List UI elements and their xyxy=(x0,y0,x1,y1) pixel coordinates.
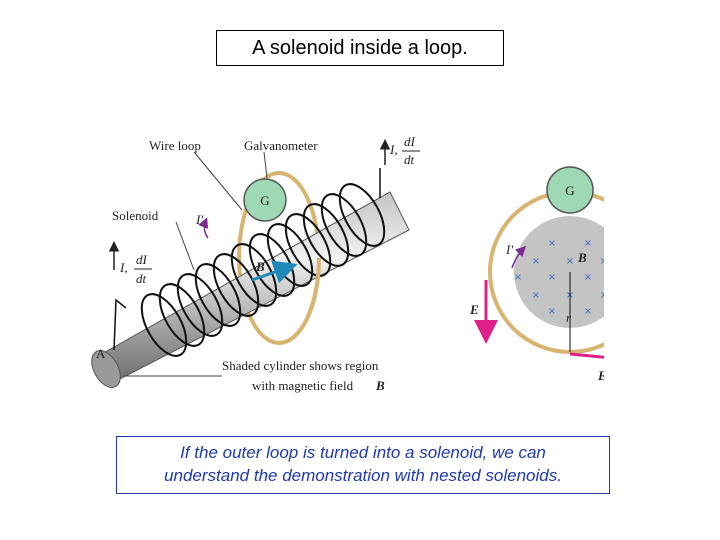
svg-text:×: × xyxy=(584,272,592,283)
leader-wire-loop xyxy=(193,151,243,211)
shaded-field-region xyxy=(514,216,604,328)
svg-text:×: × xyxy=(532,290,540,301)
induced-current-arrow-right xyxy=(511,245,527,269)
svg-text:×: × xyxy=(514,272,522,283)
caption-line2: understand the demonstration with nested… xyxy=(164,466,562,485)
shaded-caption-b: B xyxy=(375,378,385,393)
svg-text:×: × xyxy=(584,306,592,317)
solenoid-windings xyxy=(140,183,386,357)
svg-text:×: × xyxy=(600,290,604,301)
shaded-caption-line2: with magnetic field xyxy=(252,378,354,393)
e-label-left: E xyxy=(469,302,479,317)
right-figure: ×× ××× ×××× ××× ×× B r G I' E E E xyxy=(469,166,604,383)
solenoid-label: Solenoid xyxy=(112,208,159,223)
svg-text:×: × xyxy=(532,256,540,267)
svg-text:×: × xyxy=(566,256,574,267)
wire-loop-label: Wire loop xyxy=(149,138,201,153)
current-left-den: dt xyxy=(136,271,147,286)
b-label-left: B xyxy=(255,259,265,274)
current-top-num: dI xyxy=(404,134,416,149)
slide-title: A solenoid inside a loop. xyxy=(216,30,504,66)
current-top-den: dt xyxy=(404,152,415,167)
b-label-right: B xyxy=(577,250,587,265)
e-label-bottom: E xyxy=(597,368,604,383)
galvanometer-left xyxy=(243,178,287,222)
induced-i-label-left: I' xyxy=(195,212,203,227)
galvanometer-left-label: G xyxy=(260,193,269,208)
galvanometer-right-label: G xyxy=(565,183,574,198)
shaded-caption-line1: Shaded cylinder shows region xyxy=(222,358,379,373)
galvanometer-label: Galvanometer xyxy=(244,138,318,153)
svg-text:×: × xyxy=(548,306,556,317)
current-left-num: dI xyxy=(136,252,148,267)
svg-text:×: × xyxy=(600,256,604,267)
leader-galvanometer xyxy=(263,151,268,179)
caption-box: If the outer loop is turned into a solen… xyxy=(116,436,610,494)
solenoid-diagram: G B A Wire loop Galvanometer I, dI dt So… xyxy=(91,134,604,393)
svg-text:×: × xyxy=(548,238,556,249)
current-top-i: I, xyxy=(389,142,398,157)
caption-line1: If the outer loop is turned into a solen… xyxy=(180,443,546,463)
galvanometer-right xyxy=(546,166,594,214)
left-figure: G B A Wire loop Galvanometer I, dI dt So… xyxy=(91,134,420,393)
current-left-i: I, xyxy=(119,260,128,275)
r-label: r xyxy=(566,310,572,325)
a-label: A xyxy=(96,346,106,361)
induced-current-arrow-left xyxy=(198,217,209,239)
svg-text:×: × xyxy=(584,238,592,249)
induced-i-label-right: I' xyxy=(505,242,513,257)
svg-text:×: × xyxy=(548,272,556,283)
leader-solenoid xyxy=(175,221,195,271)
b-field-arrow xyxy=(251,260,298,284)
lead-left xyxy=(113,298,127,351)
e-arrow-bottom xyxy=(569,352,604,359)
